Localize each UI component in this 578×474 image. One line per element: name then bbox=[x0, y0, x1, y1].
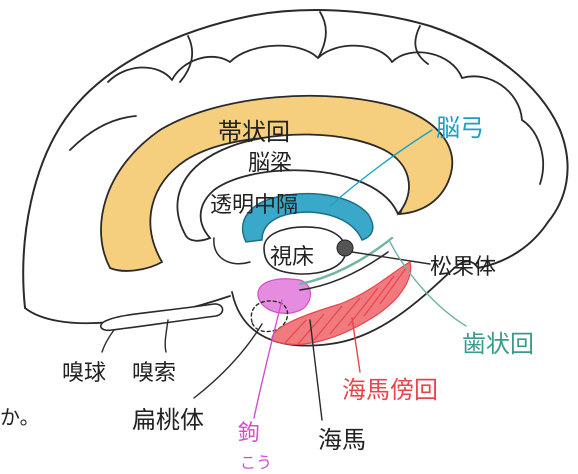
label-olfactory-bulb: 嗅球 bbox=[62, 361, 106, 386]
label-uncus: 鉤 bbox=[238, 421, 260, 446]
parahippocampal-gyrus bbox=[271, 261, 412, 346]
label-uncus-kana: こう bbox=[240, 453, 272, 472]
parahippocampal-hatching bbox=[283, 267, 407, 345]
edge-text: か。 bbox=[0, 405, 40, 429]
label-corpus-callosum: 脳梁 bbox=[248, 151, 292, 176]
dentate-gyrus-line bbox=[298, 236, 394, 286]
olfactory-tract bbox=[100, 303, 224, 332]
label-septum-pellucidum: 透明中隔 bbox=[210, 193, 298, 218]
brain-outline bbox=[22, 9, 569, 309]
label-cingulate-gyrus: 帯状回 bbox=[218, 118, 290, 146]
label-olfactory-tract: 嗅索 bbox=[132, 361, 176, 386]
cingulate-gyrus-band bbox=[100, 94, 454, 272]
septum-pellucidum-area bbox=[213, 237, 251, 265]
label-fornix: 脳弓 bbox=[436, 114, 484, 142]
pineal-body bbox=[336, 239, 354, 257]
label-thalamus: 視床 bbox=[270, 245, 314, 270]
uncus bbox=[257, 278, 311, 314]
corpus-callosum bbox=[176, 133, 410, 242]
label-pineal-body: 松果体 bbox=[430, 255, 496, 280]
label-dentate-gyrus: 歯状回 bbox=[462, 330, 534, 358]
amygdala bbox=[250, 300, 289, 333]
leader-lines bbox=[101, 129, 467, 421]
gyri-lines bbox=[69, 11, 544, 185]
label-parahippocampal-gyrus: 海馬傍回 bbox=[342, 376, 438, 404]
fornix bbox=[241, 193, 374, 243]
label-hippocampus: 海馬 bbox=[318, 426, 366, 454]
hippocampus-line bbox=[299, 251, 389, 291]
label-amygdala: 扁桃体 bbox=[132, 406, 204, 434]
thalamus bbox=[263, 226, 347, 275]
